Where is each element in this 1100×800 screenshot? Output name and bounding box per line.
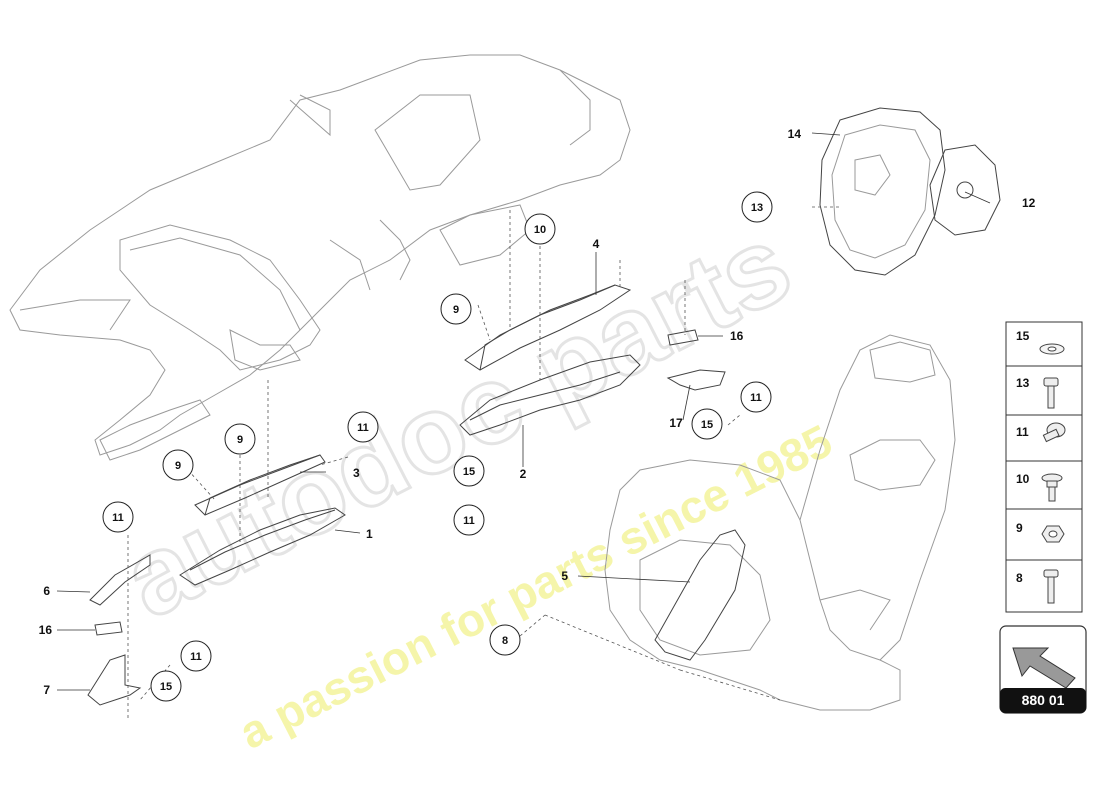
svg-text:11: 11 (190, 651, 202, 663)
svg-text:8: 8 (1016, 571, 1023, 585)
bolt-icon (1042, 422, 1066, 443)
part-5-seat-airbag (654, 529, 746, 661)
svg-text:11: 11 (357, 422, 369, 434)
callout-15: 15 (691, 408, 723, 440)
steering-wheel-drawing (819, 107, 1001, 276)
seat-drawing (604, 334, 956, 711)
callout-15: 15 (150, 670, 182, 702)
callout-9: 9 (224, 423, 256, 455)
small-brackets (87, 329, 726, 706)
svg-text:9: 9 (237, 434, 243, 446)
label-12: 12 (1022, 196, 1036, 210)
label-16-right: 16 (730, 329, 744, 343)
direction-arrow-icon (1012, 647, 1076, 689)
svg-text:9: 9 (175, 460, 181, 472)
flange-bolt-icon (1041, 473, 1063, 502)
label-5: 5 (561, 569, 568, 583)
callout-11: 11 (347, 411, 379, 443)
svg-text:13: 13 (751, 202, 763, 214)
screw-icon (1043, 377, 1059, 409)
svg-text:15: 15 (160, 681, 172, 693)
legend-row-11: 11 (1016, 422, 1066, 443)
label-4: 4 (593, 237, 600, 251)
label-1: 1 (366, 527, 373, 541)
svg-text:9: 9 (453, 304, 459, 316)
callout-11: 11 (180, 640, 212, 672)
legend-row-10: 10 (1016, 472, 1063, 502)
circled-callouts: 13 10 9 11 15 15 11 11 9 9 11 11 15 8 (102, 191, 773, 702)
callout-9: 9 (440, 293, 472, 325)
legend-row-13: 13 (1016, 376, 1059, 409)
svg-text:15: 15 (1016, 329, 1030, 343)
callout-11: 11 (740, 381, 772, 413)
label-7: 7 (43, 683, 50, 697)
part-labels: 14 12 4 16 17 2 3 1 5 6 16 7 (39, 127, 1036, 697)
callout-10: 10 (524, 213, 556, 245)
label-2: 2 (520, 467, 527, 481)
svg-text:15: 15 (463, 466, 475, 478)
diagram-code-badge: 880 01 (999, 625, 1087, 714)
svg-text:11: 11 (750, 392, 762, 404)
part-2-airbag-module (459, 354, 641, 436)
svg-text:13: 13 (1016, 376, 1030, 390)
svg-text:10: 10 (1016, 472, 1030, 486)
diagram-code: 880 01 (1022, 692, 1065, 708)
label-17: 17 (669, 416, 683, 430)
svg-text:11: 11 (1016, 425, 1029, 439)
label-16-left: 16 (39, 623, 53, 637)
callout-11: 11 (102, 501, 134, 533)
callout-15: 15 (453, 455, 485, 487)
svg-text:15: 15 (701, 419, 713, 431)
part-1-airbag-module (179, 507, 346, 586)
svg-text:8: 8 (502, 635, 508, 647)
part-3-bracket (194, 454, 326, 516)
legend-row-8: 8 (1016, 569, 1059, 604)
leader-lines (56, 132, 991, 691)
label-14: 14 (788, 127, 802, 141)
fastener-legend: 15 13 11 10 9 (1005, 321, 1083, 613)
legend-row-15: 15 (1016, 329, 1065, 355)
callout-11: 11 (453, 504, 485, 536)
svg-text:11: 11 (463, 515, 475, 527)
callout-9: 9 (162, 449, 194, 481)
label-3: 3 (353, 466, 360, 480)
part-4-bracket (464, 284, 632, 371)
callout-8: 8 (489, 624, 521, 656)
screw-icon (1043, 569, 1059, 604)
svg-text:11: 11 (112, 512, 124, 524)
nut-icon (1041, 525, 1065, 543)
label-6: 6 (43, 584, 50, 598)
assembly-dashed-lines (127, 206, 840, 720)
callout-13: 13 (741, 191, 773, 223)
legend-row-9: 9 (1016, 521, 1065, 543)
svg-text:9: 9 (1016, 521, 1023, 535)
svg-text:10: 10 (534, 224, 546, 236)
